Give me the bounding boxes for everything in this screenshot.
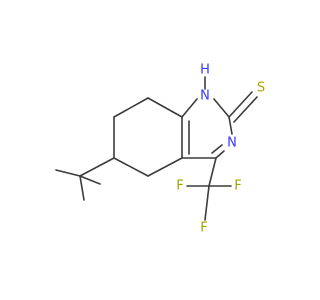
atom-label-f2: F <box>234 179 241 194</box>
bond-c-f3 <box>204 185 210 221</box>
atom-label-h: H <box>200 63 210 78</box>
bond-c4-cf3 <box>208 157 217 187</box>
bond-tbu-methyl-3 <box>79 175 85 201</box>
ring-bond-n3-c4 <box>215 150 225 159</box>
atom-label-s: S <box>257 81 265 96</box>
bond-c2-s <box>228 91 253 118</box>
atom-labels: H N S N F F F <box>176 63 265 236</box>
ring-bond-c5-c4a <box>147 157 183 177</box>
bond-c2-s-double <box>233 96 258 123</box>
bond-c6-tbu <box>79 157 115 177</box>
atom-label-f3: F <box>200 221 207 236</box>
molecule-structure: H N S N F F F <box>55 63 265 236</box>
ring-bond-n1-c2 <box>213 98 230 118</box>
ring-bond-c6-c5 <box>113 157 149 177</box>
ring-bond-n3-c4-double <box>211 144 223 154</box>
atom-label-f1: F <box>176 179 183 194</box>
bond-tbu-methyl-2 <box>79 175 101 185</box>
ring-bond-c8a-n1 <box>181 98 198 118</box>
bond-lines <box>55 76 258 221</box>
atom-label-n1: N <box>200 89 210 104</box>
ring-bond-c8-c7 <box>113 97 149 118</box>
bond-tbu-methyl-1 <box>55 169 81 177</box>
ring-bond-c2-n3 <box>228 116 233 135</box>
ring-bond-c8a-c8 <box>147 97 183 118</box>
atom-label-n3: N <box>227 136 237 151</box>
